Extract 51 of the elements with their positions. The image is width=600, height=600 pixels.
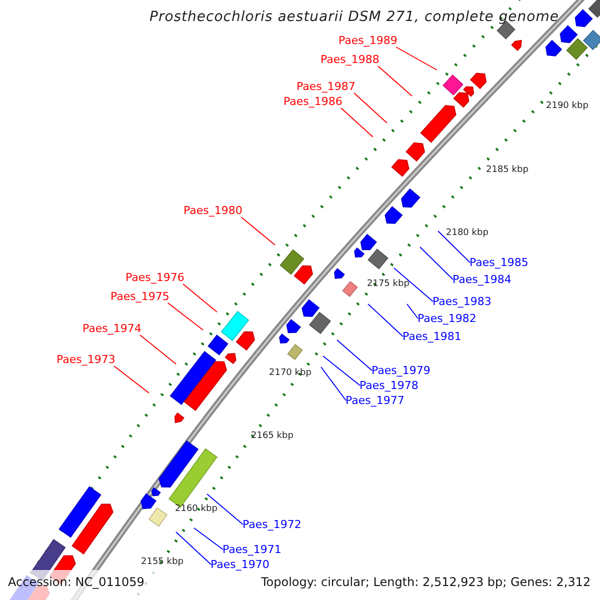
gene-label: Paes_1986: [284, 94, 342, 108]
gene-label: Paes_1973: [56, 352, 116, 366]
leader-line: [406, 304, 418, 319]
leader-line: [168, 302, 204, 330]
leader-line: [396, 46, 438, 70]
leader-line: [394, 268, 434, 302]
gene-label: Paes_1981: [402, 330, 462, 342]
leader-line: [420, 246, 454, 280]
gene-label: Paes_1982: [418, 312, 476, 324]
gene-label: Paes_1980: [184, 204, 242, 216]
leader-line: [368, 304, 404, 337]
gene-label: Paes_1979: [372, 364, 430, 376]
genome-summary-text: Topology: circular; Length: 2,512,923 bp; Genes: 2,312: [261, 575, 591, 589]
gene-label: Paes_1972: [242, 518, 302, 530]
scale-tick-label: 2160 kbp: [175, 502, 218, 516]
gene-label: Paes_1975: [110, 290, 170, 302]
leader-line: [354, 92, 388, 124]
gene-label: Paes_1987: [296, 80, 356, 92]
accession-text: Accession: NC_011059: [8, 575, 144, 589]
leader-line: [140, 334, 176, 364]
leader-line: [320, 366, 346, 401]
leader-line: [114, 366, 150, 394]
gene-label: Paes_1974: [82, 322, 142, 334]
gene-label: Paes_1984: [452, 272, 512, 286]
gene-label: Paes_1970: [210, 558, 270, 570]
genome-title: Prosthecochloris aestuarii DSM 271, complete genome: [150, 9, 559, 25]
gene-label: Paes_1983: [432, 294, 492, 308]
scale-tick-label: 2155 kbp: [141, 556, 184, 568]
leader-line: [194, 528, 224, 550]
scale-tick-label: 2185 kbp: [486, 164, 528, 176]
scale-tick-label: 2180 kbp: [446, 226, 488, 240]
leader-line: [182, 284, 218, 312]
leader-line: [322, 356, 360, 386]
leader-line: [176, 532, 212, 565]
gene-label: Paes_1976: [126, 270, 184, 284]
leader-line: [206, 494, 244, 525]
scale-tick-label: 2170 kbp: [269, 366, 312, 380]
leader-line: [378, 66, 412, 96]
gene-label: Paes_1977: [346, 394, 404, 406]
gene-label: Paes_1989: [338, 34, 398, 46]
leader-line: [336, 340, 372, 371]
scale-tick-label: 2190 kbp: [546, 100, 588, 112]
gene-label: Paes_1985: [470, 256, 528, 268]
leader-line: [438, 230, 470, 263]
gene-label: Paes_1978: [360, 378, 418, 392]
leader-line: [240, 216, 276, 246]
leader-line: [340, 108, 374, 138]
scale-tick-label: 2175 kbp: [367, 278, 410, 290]
scale-tick-label: 2165 kbp: [251, 430, 294, 442]
gene-label: Paes_1988: [320, 52, 380, 66]
gene-label: Paes_1971: [222, 542, 282, 556]
